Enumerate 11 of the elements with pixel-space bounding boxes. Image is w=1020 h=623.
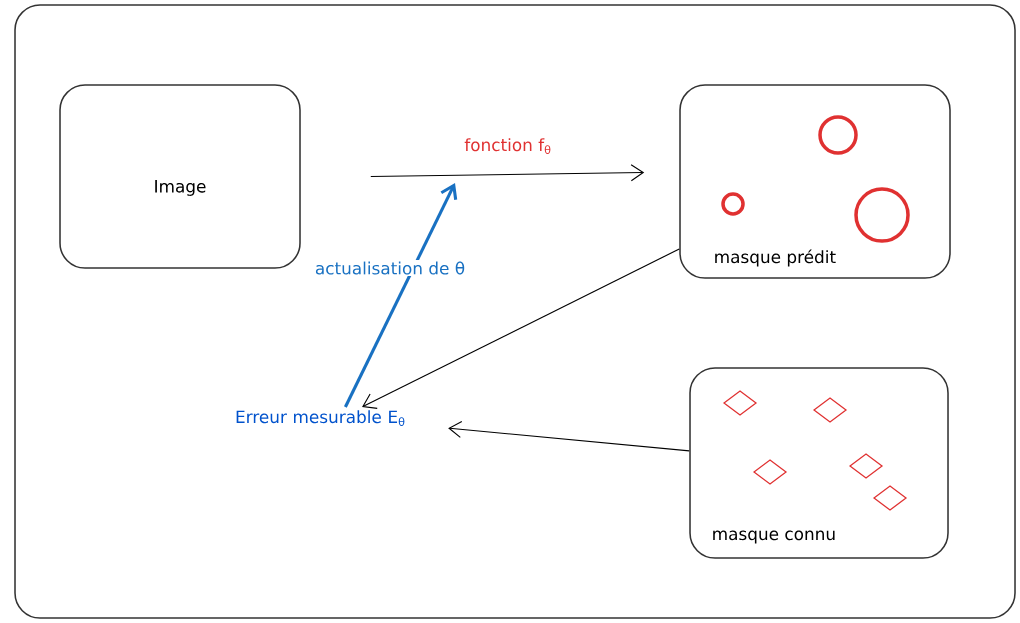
box-label: masque connu <box>713 530 835 544</box>
arrow <box>448 420 690 452</box>
arrow <box>370 164 645 182</box>
error-label: Erreur mesurable E$_{θ}$ <box>236 410 405 426</box>
box-label: masque prédit <box>715 249 836 267</box>
edge-label: fonction f$_{θ}$ <box>462 136 554 156</box>
box-label: Image <box>155 180 206 196</box>
arrow <box>362 248 680 409</box>
edge-label: actualisation de θ <box>313 260 467 276</box>
frame <box>14 4 1016 619</box>
arrow <box>344 183 458 408</box>
